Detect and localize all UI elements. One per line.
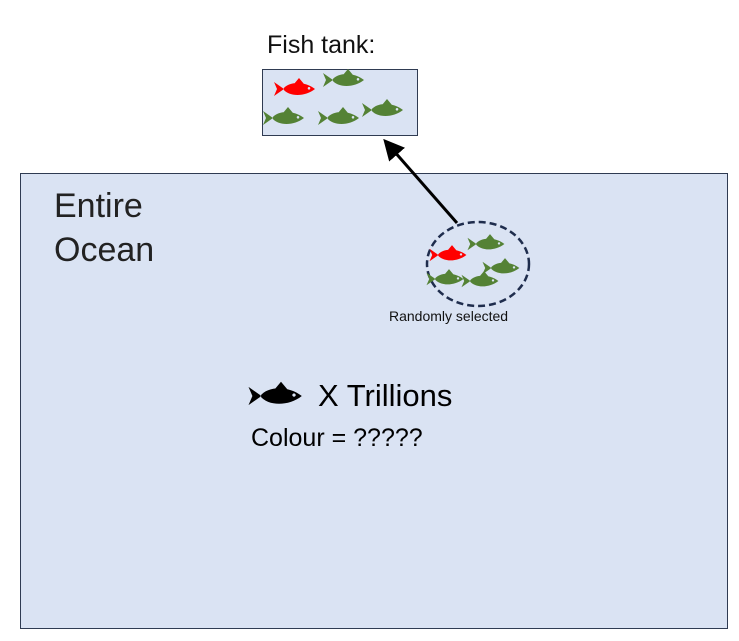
population-fish-icon: [248, 381, 302, 406]
sample-fish-icon: [429, 245, 467, 262]
fish-tank-label: Fish tank:: [267, 31, 376, 59]
ocean-title: Entire Ocean: [54, 187, 155, 269]
sample-fish-icon: [467, 234, 505, 251]
sample-fish-group: [426, 234, 520, 288]
population-count: X Trillions: [318, 378, 453, 413]
sample-caption: Randomly selected: [389, 308, 509, 324]
arrow-icon: [383, 138, 459, 224]
tank-fish-icon: [263, 107, 304, 125]
tank-fish-icon: [318, 107, 359, 125]
tank-fish-icon: [274, 78, 315, 96]
tank-fish-icon: [362, 99, 403, 117]
tank-fish-group: [263, 69, 403, 125]
population-colour: Colour = ?????: [251, 424, 423, 452]
sample-fish-icon: [461, 271, 499, 288]
sample-fish-icon: [482, 258, 520, 275]
dashed-circle-icon: [425, 220, 531, 308]
entire-ocean-box: [20, 173, 728, 629]
tank-fish-icon: [323, 69, 364, 87]
